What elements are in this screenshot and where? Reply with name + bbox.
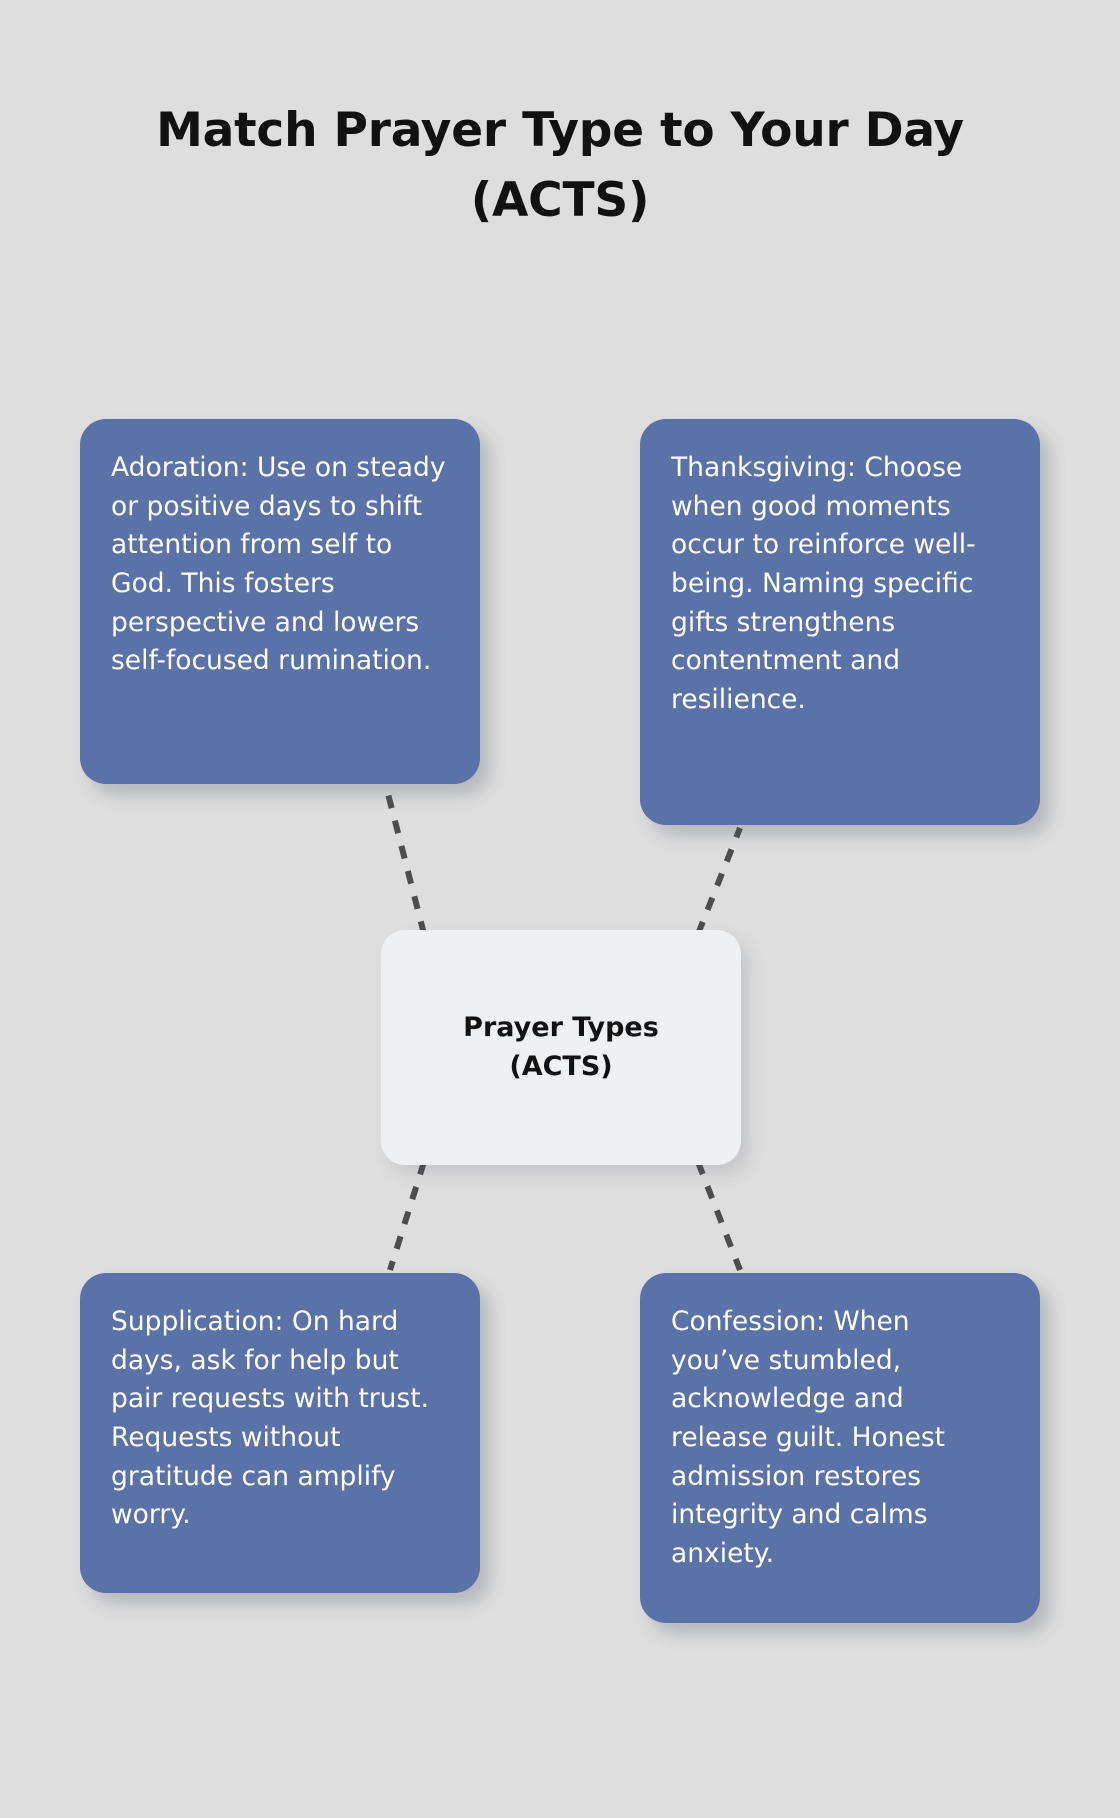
card-confession-text: Confession: When you’ve stumbled, acknow… [671, 1306, 946, 1570]
connector-center-to-thanksgiving [695, 826, 743, 936]
center-node[interactable]: Prayer Types (ACTS) [381, 930, 741, 1165]
card-thanksgiving-text: Thanksgiving: Choose when good moments o… [671, 452, 976, 716]
card-thanksgiving[interactable]: Thanksgiving: Choose when good moments o… [640, 419, 1040, 825]
card-supplication-text: Supplication: On hard days, ask for help… [111, 1306, 430, 1531]
card-supplication[interactable]: Supplication: On hard days, ask for help… [80, 1273, 480, 1593]
connector-center-to-adoration [383, 785, 427, 935]
connector-center-to-confession [695, 1160, 743, 1272]
connector-center-to-supplication [387, 1161, 427, 1271]
card-confession[interactable]: Confession: When you’ve stumbled, acknow… [640, 1273, 1040, 1623]
page-title: Match Prayer Type to Your Day (ACTS) [156, 103, 964, 228]
card-adoration[interactable]: Adoration: Use on steady or positive day… [80, 419, 480, 784]
card-adoration-text: Adoration: Use on steady or positive day… [111, 452, 446, 677]
center-node-label: Prayer Types (ACTS) [463, 1012, 659, 1082]
